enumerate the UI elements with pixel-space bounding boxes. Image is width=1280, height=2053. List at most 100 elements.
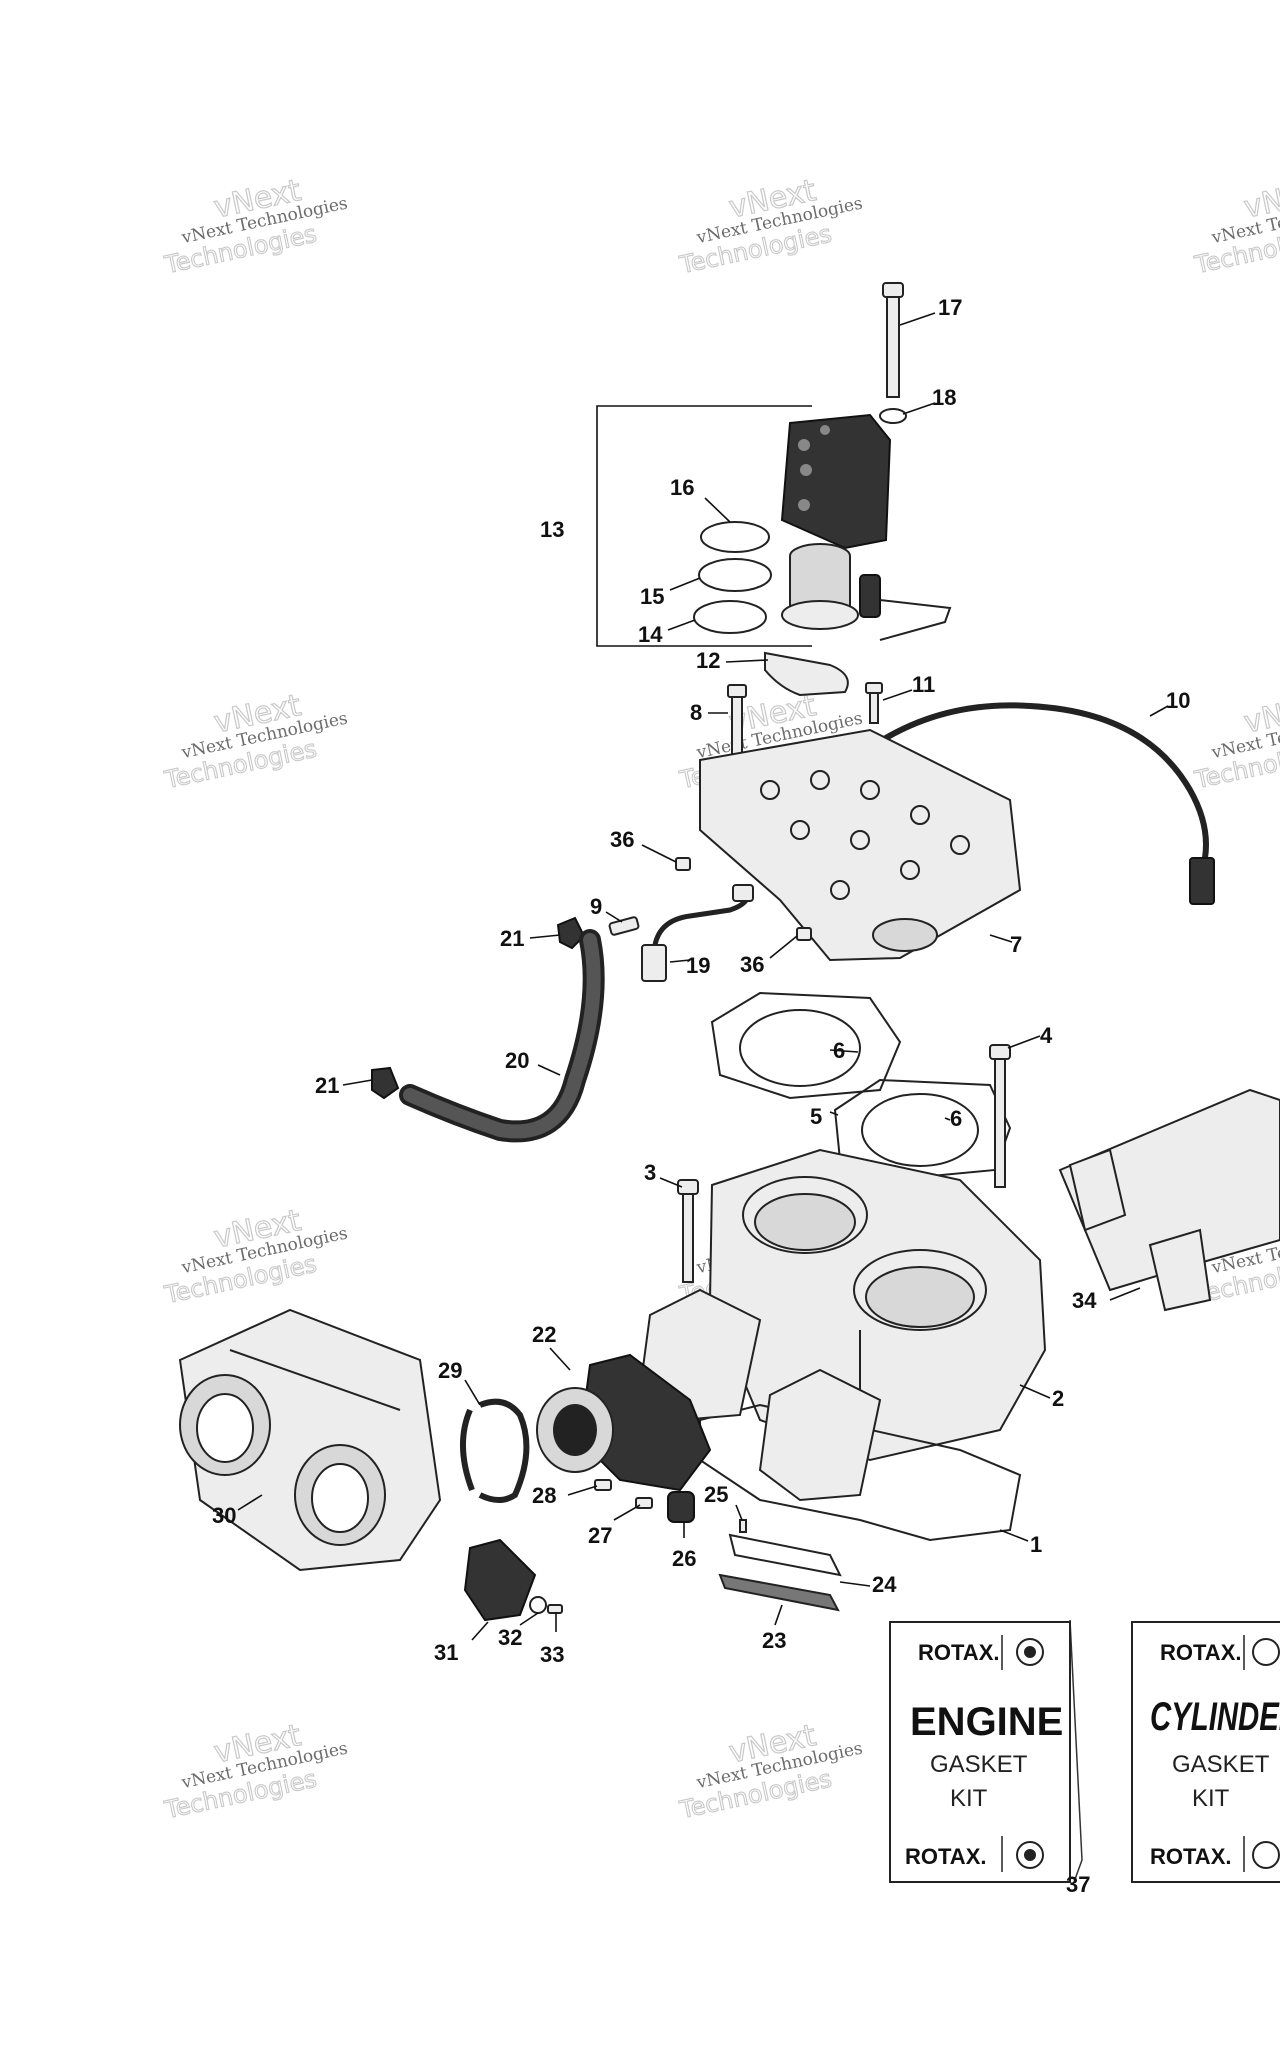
svg-text:KIT: KIT [950,1785,988,1812]
watermark: vNext vNext Technologies Technologies [161,687,349,794]
part-bolt-3 [677,1179,699,1283]
callout-label: 24 [872,1572,897,1597]
callout-label: 1 [1030,1532,1042,1557]
callout-label: 6 [950,1106,962,1131]
callout-label: 26 [672,1546,696,1571]
svg-text:ROTAX.: ROTAX. [1150,1844,1231,1869]
part-plug-26 [667,1491,695,1523]
callout-labels: 17 18 13 16 15 14 12 11 8 10 36 9 21 19 … [212,295,1190,1897]
callout-label: 16 [670,475,694,500]
part-bolt-8 [727,684,747,758]
callout-label: 27 [588,1523,612,1548]
part-stud-4 [989,1044,1011,1188]
part-intake-manifold-22 [536,1353,712,1492]
part-oring-14 [693,600,767,634]
callout-label: 22 [532,1322,556,1347]
part-solenoid [781,543,952,641]
callout-label: 21 [315,1073,339,1098]
part-sensor-31 [463,1538,537,1622]
group-bracket-13 [596,405,812,647]
svg-text:GASKET: GASKET [1172,1751,1270,1778]
part-oring-6 [739,1009,861,1087]
callout-label: 7 [1010,932,1022,957]
callout-label: 11 [912,672,935,697]
parts-layer: ROTAX. ENGINE GASKET KIT ROTAX. ROTAX. C… [178,282,1280,1883]
watermark: vNext vNext Technologies Technologies [676,1717,864,1824]
svg-text:ROTAX.: ROTAX. [1160,1640,1241,1665]
callout-label: 15 [640,584,664,609]
part-oring-15 [698,558,772,592]
svg-text:CYLINDER: CYLINDER [1150,1695,1280,1739]
watermark: vNext vNext Technologies Technologies [676,172,864,279]
watermark: vNext vNext Technologies Technologies [1191,172,1280,279]
callout-label: 4 [1040,1023,1053,1048]
watermark-layer: vNext vNext Technologies Technologies vN… [161,172,1280,1824]
part-bolt-11 [865,682,883,724]
part-valve-housing [780,413,892,550]
callout-label: 18 [932,385,956,410]
part-washer-18 [879,408,907,424]
part-head-gasket-5 [710,991,902,1100]
part-plug-36 [675,857,691,871]
part-exhaust-manifold-34 [1058,1088,1280,1312]
part-hose-20-core [403,933,601,1139]
watermark: vNext vNext Technologies Technologies [161,172,349,279]
callout-label: 36 [740,952,764,977]
callout-label: 37 [1066,1872,1090,1897]
callout-label: 2 [1052,1386,1064,1411]
callout-label: 5 [810,1104,822,1129]
part-plug-36 [796,927,812,941]
part-gasket-12 [764,651,849,697]
part-reed-petals-24 [728,1533,842,1577]
svg-text:ROTAX.: ROTAX. [918,1640,999,1665]
callout-label: 29 [438,1358,462,1383]
callout-label: 17 [938,295,962,320]
callout-label: 9 [590,894,602,919]
callout-label: 20 [505,1048,529,1073]
callout-label: 28 [532,1483,556,1508]
callout-label: 12 [696,648,720,673]
callout-leaders [237,312,1169,1641]
callout-label: 32 [498,1625,522,1650]
svg-text:KIT: KIT [1192,1785,1230,1812]
gasket-kit-card-cylinder: ROTAX. CYLINDER GASKET KIT ROTAX. [1131,1621,1280,1883]
callout-label: 36 [610,827,634,852]
callout-label: 23 [762,1628,786,1653]
part-fitting-9 [608,916,640,936]
callout-label: 3 [644,1160,656,1185]
watermark: vNext vNext Technologies Technologies [161,1202,349,1309]
watermark: vNext vNext Technologies Technologies [1191,687,1280,794]
callout-label: 33 [540,1642,564,1667]
part-pin-25 [739,1519,747,1533]
part-screw-28 [594,1479,612,1491]
part-clamp-21 [371,1066,400,1100]
svg-text:GASKET: GASKET [930,1751,1028,1778]
callout-label: 10 [1166,688,1190,713]
part-head-cover-7 [699,728,1022,962]
callout-label: 6 [833,1038,845,1063]
svg-text:ENGINE: ENGINE [910,1700,1063,1744]
part-oring-6 [861,1093,979,1167]
part-bolt-17 [882,282,904,398]
part-clamp-band-29 [460,1398,530,1503]
callout-label: 31 [434,1640,458,1665]
part-throttle-body-30 [178,1308,442,1572]
callout-label: 30 [212,1503,236,1528]
callout-label: 25 [704,1482,728,1507]
callout-label: 21 [500,926,524,951]
part-oring-32 [529,1596,547,1614]
part-oring-16 [700,521,770,553]
part-reed-plate-23 [718,1573,840,1612]
callout-label: 13 [540,517,564,542]
part-screw-33 [547,1604,563,1614]
part-sensor-19 [641,884,754,982]
watermark: vNext vNext Technologies Technologies [161,1717,349,1824]
callout-label: 34 [1072,1288,1097,1313]
svg-text:ROTAX.: ROTAX. [905,1844,986,1869]
callout-label: 19 [686,953,710,978]
gasket-kit-card-engine: ROTAX. ENGINE GASKET KIT ROTAX. [889,1619,1083,1883]
part-reed-cage [758,1368,882,1502]
callout-label: 14 [638,622,663,647]
